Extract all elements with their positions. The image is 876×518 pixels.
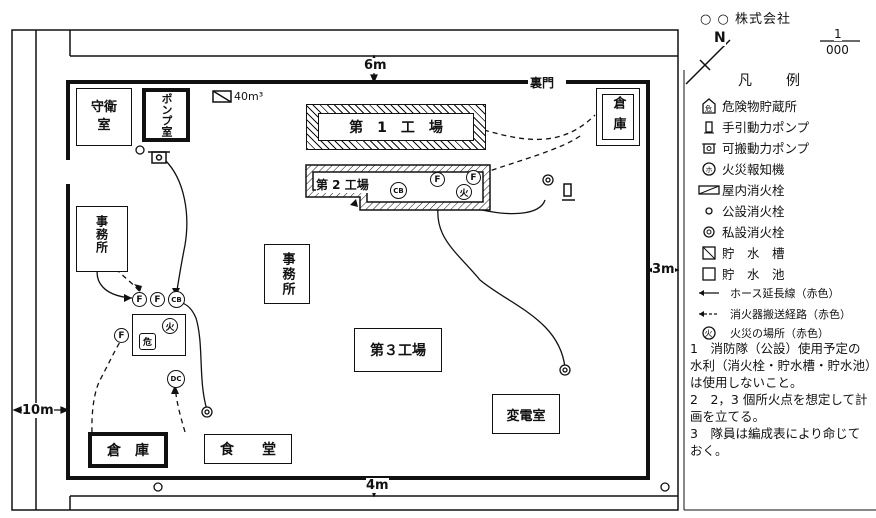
fire-alarm-marker: F (150, 292, 165, 307)
extinguisher-route-icon (696, 309, 722, 319)
hose-line-icon (696, 288, 722, 298)
fire-alarm-marker: F (114, 328, 129, 343)
indoor-hydrant-icon (696, 184, 722, 196)
scale-denominator: 000 (826, 43, 849, 57)
note-item: 3 隊員は編成表により命じておく。 (690, 426, 861, 458)
legend-item: 貯 水 池 (696, 264, 785, 283)
office-center-label: 事務所 (279, 251, 295, 297)
legend-item: 私設消火栓 (696, 222, 785, 241)
guard-room-label: 守衛室 (90, 100, 117, 133)
fire-location-icon: 火 (696, 325, 722, 341)
cb-extinguisher-marker: CB (390, 182, 407, 199)
factory-3: 第３工場 (354, 328, 442, 372)
hazmat-storage-building (132, 314, 186, 356)
office-small-label: 事務所 (94, 214, 109, 254)
legend-item: 消火器搬送経路（赤色） (696, 306, 851, 322)
dimension-top: 6m (364, 58, 387, 73)
note-item: 1 消防隊（公設）使用予定の水利（消火栓・貯水槽・貯水池）は使用しないこと。 (690, 341, 872, 390)
dc-extinguisher-marker: DC (167, 370, 185, 388)
fire-alarm-marker: F (466, 170, 481, 185)
svg-text:危: 危 (705, 104, 712, 113)
legend-item: 屋内消火栓 (696, 180, 785, 199)
legend-title: 凡 例 (738, 73, 802, 89)
legend-item: ホ 火災報知機 (696, 159, 785, 178)
substation: 変電室 (492, 394, 560, 434)
fire-alarm-icon: ホ (696, 161, 722, 177)
legend-item: ホース延長線（赤色） (696, 285, 839, 301)
legend-item: 貯 水 槽 (696, 243, 785, 262)
office-center: 事務所 (264, 244, 310, 304)
svg-text:ホ: ホ (706, 166, 713, 174)
hazmat-storage-marker: 危 (139, 333, 156, 350)
pump-room-label: ポンプ室 (160, 93, 173, 137)
substation-label: 変電室 (506, 408, 546, 424)
company-name: ○ ○ 株式会社 (700, 12, 791, 27)
fire-location-marker: 火 (456, 184, 472, 200)
water-tank-capacity: 40m³ (234, 90, 264, 103)
canteen-label: 食 堂 (220, 442, 276, 458)
notes: 1 消防隊（公設）使用予定の水利（消火栓・貯水槽・貯水池）は使用しないこと。 2… (690, 340, 872, 459)
dimension-bottom: 4m (366, 478, 389, 493)
office-small: 事務所 (76, 206, 128, 272)
scale-numerator: 1 (834, 27, 842, 41)
legend-item: 公設消火栓 (696, 201, 785, 220)
guard-room: 守衛室 (76, 88, 132, 146)
fire-alarm-marker: F (132, 292, 147, 307)
legend-item: 手引動力ポンプ (696, 117, 809, 136)
legend-item: 危 危険物貯蔵所 (696, 96, 797, 115)
dimension-right: 3m (652, 262, 675, 277)
fire-alarm-marker: F (430, 172, 445, 187)
pump-room: ポンプ室 (142, 88, 190, 142)
svg-text:火: 火 (705, 329, 713, 338)
fire-location-marker: 火 (162, 318, 178, 334)
legend-item: 火 火災の場所（赤色） (696, 325, 829, 341)
warehouse-right: 倉庫 (596, 88, 640, 146)
cb-extinguisher-marker: CB (168, 291, 185, 308)
warehouse-right-label: 倉庫 (602, 94, 634, 140)
private-hydrant-icon (696, 224, 722, 240)
factory-3-label: 第３工場 (370, 343, 426, 359)
water-pond-icon (696, 266, 722, 282)
hazmat-storage-icon: 危 (696, 97, 722, 114)
water-tank-icon (696, 245, 722, 261)
north-label: N (714, 30, 726, 46)
factory-1: 第 1 工 場 (306, 104, 486, 150)
note-item: 2 2，3 個所火点を想定して計画を立てる。 (690, 392, 868, 424)
dimension-left: 10m (22, 403, 54, 418)
warehouse-left-label: 倉 庫 (107, 443, 149, 459)
warehouse-left: 倉 庫 (88, 432, 168, 468)
canteen: 食 堂 (204, 434, 292, 464)
manual-pump-icon (696, 119, 722, 135)
factory-1-label: 第 1 工 場 (318, 113, 474, 141)
factory-2-label: 第 2 工場 (316, 176, 369, 193)
back-gate-label: 裏門 (530, 74, 555, 91)
public-hydrant-icon (696, 203, 722, 219)
portable-pump-icon (696, 140, 722, 156)
legend-item: 可搬動力ポンプ (696, 138, 809, 157)
